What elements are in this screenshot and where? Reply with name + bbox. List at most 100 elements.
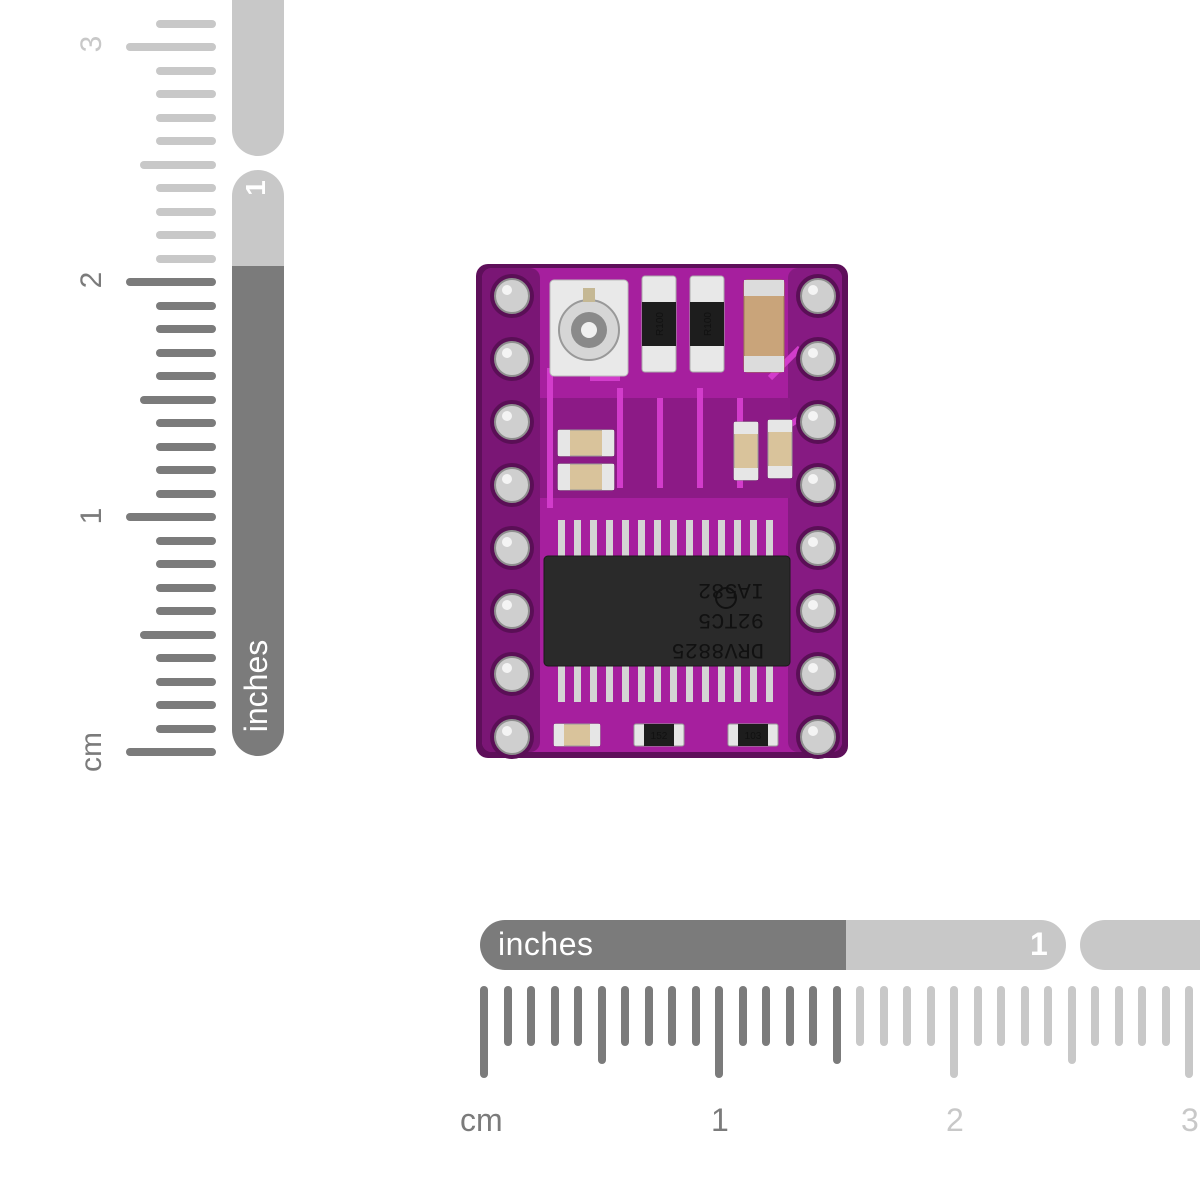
header-pin	[800, 656, 836, 692]
header-pin-highlight	[502, 285, 512, 295]
chip-leg	[734, 520, 741, 558]
ruler-h-tick	[1185, 986, 1193, 1078]
header-pin	[494, 719, 530, 755]
header-pin-highlight	[808, 285, 818, 295]
ruler-v-tick	[156, 325, 216, 333]
chip-leg	[574, 664, 581, 702]
ruler-h-tick	[1091, 986, 1099, 1046]
ruler-v-tick	[156, 372, 216, 380]
ruler-v-tick	[156, 254, 216, 263]
ruler-h-tick	[1114, 986, 1123, 1046]
ruler-v-tick	[140, 395, 216, 404]
ruler-v-tick	[156, 207, 216, 216]
ruler-h-tick	[832, 986, 841, 1064]
header-pin	[800, 341, 836, 377]
ruler-v-tick	[156, 419, 216, 427]
bottom-resistor-103: 103	[727, 723, 779, 747]
ruler-v-tick	[156, 466, 216, 474]
ruler-h-cm-3: 3	[1181, 1102, 1199, 1138]
header-pin-highlight	[502, 663, 512, 673]
ruler-v-tick	[156, 137, 216, 145]
ruler-v-inch-bar	[232, 266, 284, 756]
ruler-v-tick	[156, 724, 216, 733]
chip-legs-bottom	[558, 664, 773, 702]
chip-leg	[590, 520, 597, 558]
chip-leg	[766, 664, 773, 702]
ruler-h-tick	[503, 986, 512, 1046]
chip-leg	[606, 520, 613, 558]
ruler-h-tick	[973, 986, 982, 1046]
ruler-v-tick	[156, 90, 216, 98]
ruler-v-cm-label: cm	[75, 732, 108, 772]
smd-code-103: 103	[745, 731, 762, 742]
ruler-h-tick	[762, 986, 770, 1046]
ruler-v-tick	[156, 489, 216, 498]
ruler-h-inches-label: inches	[498, 926, 594, 962]
header-pin-highlight	[502, 348, 512, 358]
ruler-v-tick	[156, 66, 216, 75]
capacitor-large	[743, 279, 785, 373]
ruler-v-tick	[156, 607, 216, 615]
resistor-code-1: R100	[655, 312, 666, 336]
capacitor-small-1	[733, 421, 759, 481]
chip-leg	[766, 520, 773, 558]
ruler-h-cm-label: cm	[460, 1102, 503, 1138]
header-pin-highlight	[808, 474, 818, 484]
chip-leg	[590, 664, 597, 702]
header-pin	[494, 656, 530, 692]
ruler-v-cm-1: 1	[75, 507, 108, 525]
resistor-code-2: R100	[703, 312, 714, 336]
ruler-h-inch-bar-next	[1080, 920, 1200, 970]
header-pin	[800, 593, 836, 629]
ruler-v-inch-bar-prev	[232, 0, 284, 156]
stepper-driver-board: R100 R100 DRV8825 92TC5	[476, 264, 848, 759]
ruler-h-tick	[997, 986, 1005, 1046]
header-pin	[800, 467, 836, 503]
chip-leg	[718, 664, 725, 702]
ruler-h-tick	[926, 986, 935, 1046]
drv8825-chip: DRV8825 92TC5 IA582	[543, 555, 791, 667]
header-pin	[800, 719, 836, 755]
ruler-v-tick	[156, 348, 216, 357]
sense-resistor-1: R100	[641, 275, 677, 373]
bottom-capacitor	[553, 723, 601, 747]
ruler-v-tick	[126, 278, 216, 286]
chip-leg	[750, 664, 757, 702]
chip-leg	[622, 520, 629, 558]
header-pin	[800, 278, 836, 314]
header-pin-highlight	[502, 726, 512, 736]
ruler-h-inch-1: 1	[1030, 926, 1048, 962]
ruler-h-tick	[480, 986, 488, 1078]
header-pins-right	[796, 274, 840, 759]
chip-leg	[734, 664, 741, 702]
chip-leg	[558, 664, 565, 702]
ruler-h-tick	[1138, 986, 1146, 1046]
ruler-h-inch-bar	[480, 920, 860, 970]
ruler-h-tick	[1067, 986, 1076, 1064]
potentiometer	[549, 279, 629, 377]
ruler-h-tick	[1161, 986, 1170, 1046]
ruler-h-tick	[550, 986, 559, 1046]
ruler-v-tick	[156, 184, 216, 192]
ruler-v-tick	[156, 301, 216, 310]
header-pin	[494, 404, 530, 440]
sense-resistor-2: R100	[689, 275, 725, 373]
ruler-v-tick	[156, 113, 216, 122]
header-pin	[494, 530, 530, 566]
ruler-h-inch-bar-light	[846, 920, 1066, 970]
ruler-v-tick	[140, 630, 216, 639]
ruler-h-tick	[621, 986, 629, 1046]
smd-code-152: 152	[651, 731, 668, 742]
header-pin-highlight	[502, 537, 512, 547]
header-pin	[800, 530, 836, 566]
ruler-v-inch-1: 1	[240, 180, 271, 196]
chip-leg	[574, 520, 581, 558]
ruler-h-tick	[1044, 986, 1052, 1046]
chip-leg	[702, 520, 709, 558]
header-pin-highlight	[808, 411, 818, 421]
header-pin	[800, 404, 836, 440]
capacitor-left-2	[557, 463, 615, 491]
header-pin-highlight	[808, 537, 818, 547]
ruler-v-tick	[156, 654, 216, 662]
capacitor-small-2	[767, 419, 793, 479]
